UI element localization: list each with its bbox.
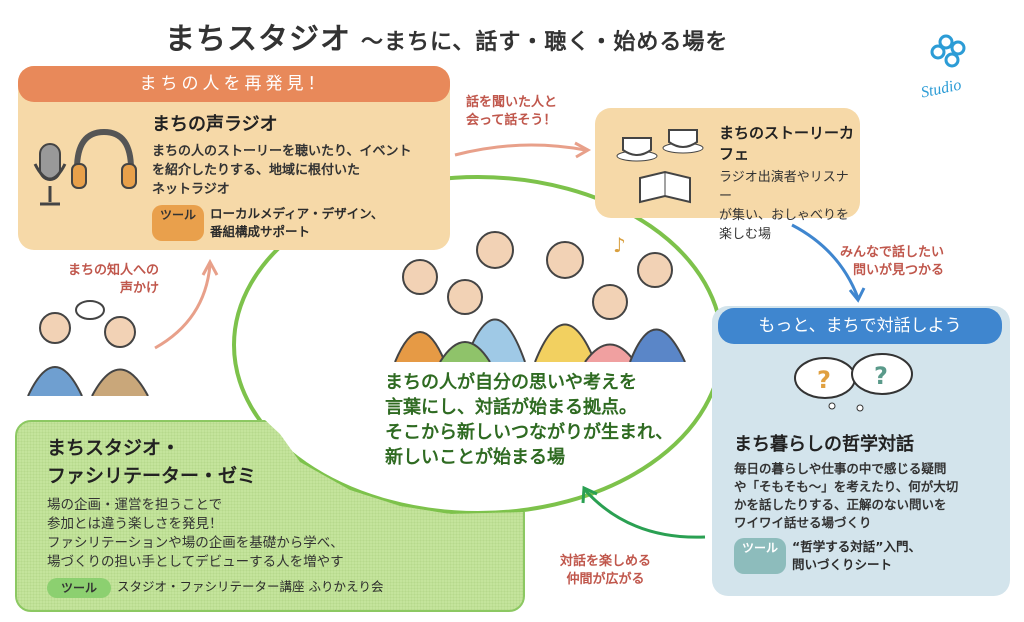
arrow-to-seminar bbox=[583, 488, 706, 539]
dialogue-title: まち暮らしの哲学対話 bbox=[734, 434, 914, 455]
seminar-title: まちスタジオ・ ファシリテーター・ゼミ bbox=[47, 437, 257, 487]
people-talking-illustration: ♪ bbox=[394, 231, 686, 362]
studio-logo: Studio bbox=[918, 30, 993, 105]
arrow-label-to-seminar: 対話を楽しめる仲間が広がる bbox=[560, 554, 652, 587]
tool-badge: ツール bbox=[47, 578, 112, 598]
radio-description: まちの人のストーリーを聴いたり、イベント を紹介したりする、地域に根付いた ネッ… bbox=[152, 144, 412, 197]
tool-badge: ツール bbox=[152, 205, 205, 241]
svg-text:?: ? bbox=[874, 362, 888, 390]
radio-card: まちの人を再発見！ まちの声ラジオ まちの人のストーリーを聴いたり、イベント を… bbox=[18, 66, 450, 250]
tool-badge: ツール bbox=[734, 538, 787, 574]
flower-icon: Studio bbox=[919, 34, 966, 102]
title-subtitle: ～まちに、話す・聴く・始める場を bbox=[361, 30, 729, 55]
cafe-description: ラジオ出演者やリスナー が集い、おしゃべりを 楽しむ場 bbox=[719, 170, 850, 242]
dialogue-description: 毎日の暮らしや仕事の中で感じる疑問 や「そもそも～」を考えたり、何が大切 かを話… bbox=[734, 461, 959, 530]
radio-tools: ツール ローカルメディア・デザイン、番組構成サポート bbox=[152, 205, 411, 241]
cafe-title: まちのストーリーカフェ bbox=[719, 124, 855, 163]
radio-banner: まちの人を再発見！ bbox=[18, 66, 450, 102]
coffee-book-icon bbox=[616, 129, 704, 204]
arrow-label-to-dialogue: みんなで話したい問いが見つかる bbox=[840, 245, 945, 278]
title-main: まちスタジオ bbox=[165, 22, 351, 57]
dialogue-banner: もっと、まちで対話しよう bbox=[718, 308, 1002, 344]
cafe-card: まちのストーリーカフェ ラジオ出演者やリスナー が集い、おしゃべりを 楽しむ場 bbox=[595, 108, 860, 242]
microphone-headphones-icon bbox=[33, 128, 137, 206]
two-people-illustration bbox=[27, 300, 149, 396]
arrow-to-cafe bbox=[454, 143, 586, 157]
svg-text:Studio: Studio bbox=[919, 76, 963, 101]
svg-text:?: ? bbox=[817, 366, 831, 394]
arrow-to-dialogue bbox=[791, 223, 860, 299]
svg-text:♪: ♪ bbox=[613, 233, 626, 257]
seminar-tools: ツール スタジオ・ファシリテーター講座 ふりかえり会 bbox=[47, 578, 384, 598]
question-clouds-icon: ? ? bbox=[794, 353, 913, 412]
arrow-label-to-radio: まちの知人への声かけ bbox=[68, 263, 160, 296]
dialogue-card: もっと、まちで対話しよう ? ? まち暮らしの哲学対話 毎日の暮らしや仕事の中で… bbox=[712, 306, 1010, 596]
arrow-to-radio bbox=[154, 264, 212, 350]
center-message: まちの人が自分の思いや考えを 言葉にし、対話が始まる拠点。 そこから新しいつなが… bbox=[385, 372, 674, 468]
seminar-description: 場の企画・運営を担うことで 参加とは違う楽しさを発見！ ファシリテーションや場の… bbox=[47, 497, 344, 570]
dialogue-tools: ツール “哲学する対話”入門、問いづくりシート bbox=[734, 538, 958, 574]
arrow-label-to-cafe: 話を聞いた人と会って話そう！ bbox=[466, 95, 558, 128]
page-title: まちスタジオ ～まちに、話す・聴く・始める場を bbox=[165, 14, 728, 58]
radio-title: まちの声ラジオ bbox=[152, 114, 278, 135]
